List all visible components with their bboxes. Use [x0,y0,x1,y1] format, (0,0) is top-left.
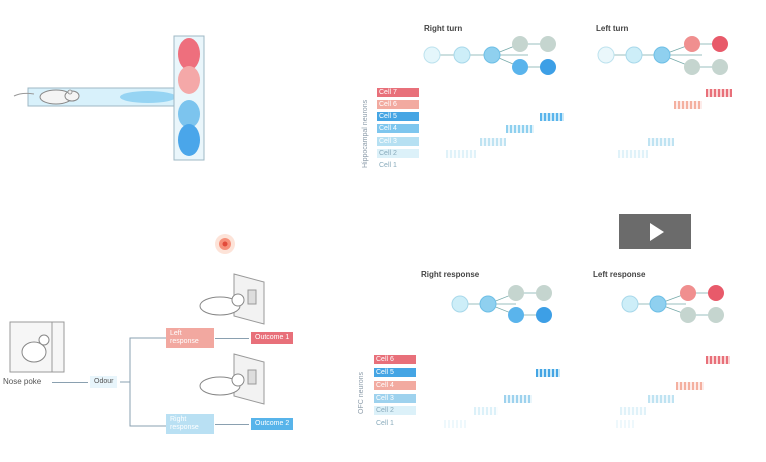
nose-poke-label: Nose poke [3,377,42,386]
left-turn-title: Left turn [596,24,629,33]
left-turn-network [597,36,728,75]
right-response-box: Right response [166,414,214,434]
raster-left-cell2 [618,150,648,158]
top-cell-label-4: Cell 4 [377,124,419,133]
raster-left-ofc-cell3 [648,395,674,403]
t-maze [0,0,230,180]
top-cell-label-2: Cell 2 [377,149,419,158]
right-response-rat-drawing [199,353,265,405]
raster-left-cell3 [648,138,674,146]
raster-right-cell2 [446,150,476,158]
right-response-title: Right response [421,270,480,279]
raster-left-cell7 [706,89,732,97]
top-cell-label-6: Cell 6 [377,100,419,109]
raster-left-cell6 [674,101,702,109]
rat-icon [13,89,80,105]
raster-left-ofc-cell6 [706,356,730,364]
raster-left-ofc-cell4 [676,382,704,390]
bottom-cell-label-1: Cell 1 [374,419,416,428]
raster-right-ofc-cell3 [504,395,532,403]
raster-right-ofc-cell2 [474,407,498,415]
arrow-left-to-outcome1 [215,338,249,339]
outcome-2-box: Outcome 2 [251,418,294,430]
right-turn-title: Right turn [424,24,463,33]
bottom-cell-label-2: Cell 2 [374,406,416,415]
hippocampal-ylabel: Hippocampal neurons [362,99,369,168]
bottom-cell-label-3: Cell 3 [374,394,416,403]
bottom-cell-label-6: Cell 6 [374,355,416,364]
left-response-rat-drawing [199,273,265,325]
right-turn-network [423,36,556,75]
left-response-box: Left response [166,328,214,348]
left-response-title: Left response [593,270,646,279]
top-cell-label-5: Cell 5 [377,112,419,121]
raster-right-ofc-cell5 [536,369,560,377]
branch-lines [120,337,166,427]
top-cell-label-1: Cell 1 [377,161,419,170]
nose-poke-rat-drawing [9,321,65,373]
ofc-ylabel: OFC neurons [358,371,365,414]
raster-left-ofc-cell2 [620,407,646,415]
bottom-cell-label-4: Cell 4 [374,381,416,390]
odour-source-icon [215,234,235,254]
arrow-right-to-outcome2 [215,424,249,425]
raster-right-cell3 [480,138,506,146]
play-button[interactable] [619,214,691,249]
arrow-nose-to-odour [52,382,88,383]
odour-box: Odour [90,376,118,388]
bottom-cell-label-5: Cell 5 [374,368,416,377]
left-response-network [621,285,724,323]
outcome-1-box: Outcome 1 [251,332,294,344]
right-response-network [451,285,552,323]
top-cell-label-3: Cell 3 [377,137,419,146]
raster-right-cell4 [506,125,534,133]
top-cell-label-7: Cell 7 [377,88,419,97]
raster-left-ofc-cell1 [616,420,636,428]
raster-right-ofc-cell1 [444,420,466,428]
raster-right-cell5 [540,113,564,121]
play-icon [650,222,664,241]
